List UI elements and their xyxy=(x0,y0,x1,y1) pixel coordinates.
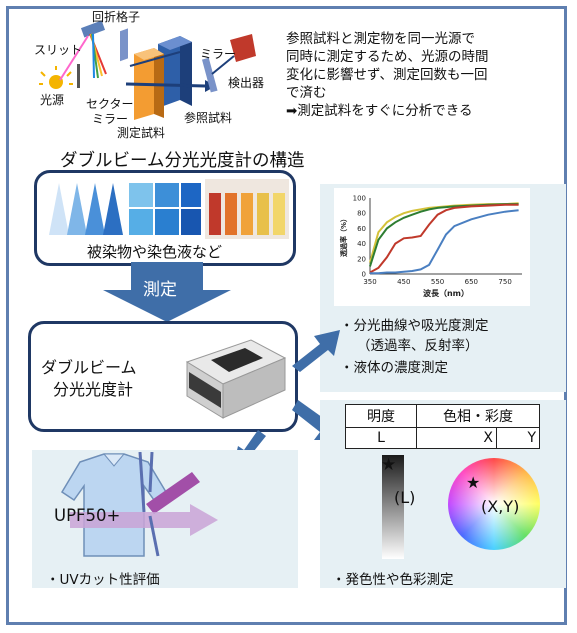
x-tick-label: 650 xyxy=(465,278,478,286)
y-value-cell: Y xyxy=(496,427,540,449)
y-axis-label: 透過率（%） xyxy=(339,215,348,257)
dispersed-light-icon xyxy=(59,33,107,81)
instrument-name-line1: ダブルビーム xyxy=(41,358,137,377)
instrument-box: ダブルビーム 分光光度計 xyxy=(28,321,298,432)
transmittance-chart: 0 20 40 60 80 100 350 450 550 650 750 波長（nm） 透過率（%） xyxy=(339,195,522,298)
x-tick-label: 550 xyxy=(431,278,444,286)
y-tick-label: 60 xyxy=(357,225,366,233)
l-value-cell: L xyxy=(345,427,417,449)
xy-marker-icon: ★ xyxy=(466,473,481,492)
structure-title: ダブルビーム分光光度計の構造 xyxy=(60,151,305,171)
dye-solution-icon xyxy=(205,179,289,239)
x-value-cell: X xyxy=(416,427,497,449)
detector-label: 検出器 xyxy=(228,76,265,90)
lightness-header: 明度 xyxy=(345,404,417,428)
y-tick-label: 20 xyxy=(357,255,366,263)
y-tick-label: 100 xyxy=(353,195,366,203)
lightness-scale-bar xyxy=(382,455,404,559)
y-tick-label: 0 xyxy=(362,271,366,279)
x-tick-label: 350 xyxy=(363,278,376,286)
description-line: 参照試料と測定物を同一光源で xyxy=(286,31,475,47)
xy-label: (X,Y) xyxy=(481,497,520,516)
description-line: 変化に影響せず、測定回数も一回 xyxy=(286,67,488,83)
uv-ray-line xyxy=(148,515,160,557)
color-caption: ・発色性や色彩測定 xyxy=(332,572,454,588)
color-value-table: 明度 色相・彩度 L X Y xyxy=(345,404,540,449)
uv-filter-icon xyxy=(146,472,200,514)
reference-sample-label: 参照試料 xyxy=(184,111,233,125)
uv-blocked-arrow-icon xyxy=(70,504,218,536)
uv-ray-line xyxy=(148,452,154,493)
uv-ray-line xyxy=(138,452,146,513)
spectrum-bullet-2: ・液体の濃度測定 xyxy=(340,360,448,376)
x-axis-label: 波長（nm） xyxy=(423,288,469,298)
upf-label: UPF50+ xyxy=(54,506,121,525)
samples-caption: 被染物や染色液など xyxy=(87,243,223,261)
mirror-icon xyxy=(201,57,218,93)
l-marker-icon: ★ xyxy=(381,455,397,475)
test-sample-label: 測定試料 xyxy=(117,126,166,140)
samples-photo xyxy=(49,179,289,239)
y-tick-label: 40 xyxy=(357,240,366,248)
detector-icon xyxy=(230,34,256,62)
description-text: 参照試料と測定物を同一光源で 同時に測定するため、光源の時間 変化に影響せず、測… xyxy=(286,30,489,120)
series-line-4 xyxy=(370,209,519,275)
description-line: 同時に測定するため、光源の時間 xyxy=(286,49,489,65)
sector-mirror-label: ミラー xyxy=(92,112,129,126)
mirror-label: ミラー xyxy=(200,47,237,61)
instrument-name-line2: 分光光度計 xyxy=(53,380,134,399)
beam-line xyxy=(125,82,206,88)
samples-box: 被染物や染色液など xyxy=(34,170,296,266)
detector-beam-line xyxy=(211,55,235,75)
spectrum-bullet-1b: （透過率、反射率） xyxy=(357,338,479,354)
description-line: ➡測定試料をすぐに分析できる xyxy=(286,103,473,119)
spectrum-bullet-1: ・分光曲線や吸光度測定 xyxy=(340,318,489,334)
sector-mirror-icon xyxy=(120,28,128,62)
uv-caption: ・UVカット性評価 xyxy=(46,572,160,588)
light-source-icon xyxy=(39,66,73,89)
color-wheel-icon xyxy=(448,458,540,550)
hue-saturation-header: 色相・彩度 xyxy=(416,404,540,428)
arrow-to-spectrum-icon xyxy=(292,330,340,372)
description-line: で済む xyxy=(286,85,327,101)
grating-label: 回折格子 xyxy=(92,10,141,24)
x-tick-label: 450 xyxy=(397,278,410,286)
uv-shirt-illustration xyxy=(60,452,218,557)
dyed-fabric-icon xyxy=(129,183,201,235)
light-source-label: 光源 xyxy=(40,93,65,107)
series-line-3 xyxy=(369,203,519,274)
yarn-cones-icon xyxy=(49,183,123,235)
slit-label: スリット xyxy=(34,43,83,57)
double-beam-structure-diagram xyxy=(39,20,256,120)
l-label: (L) xyxy=(394,488,416,507)
measure-arrow-icon xyxy=(103,262,231,322)
y-tick-label: 80 xyxy=(357,210,366,218)
measure-label: 測定 xyxy=(143,280,177,300)
grating-icon xyxy=(80,20,106,38)
spectrophotometer-icon xyxy=(185,339,287,419)
sector-label: セクター xyxy=(86,97,134,111)
shirt-icon xyxy=(60,453,168,557)
reference-beam-line xyxy=(129,51,181,67)
slit-icon xyxy=(77,64,80,88)
x-tick-label: 750 xyxy=(498,278,511,286)
